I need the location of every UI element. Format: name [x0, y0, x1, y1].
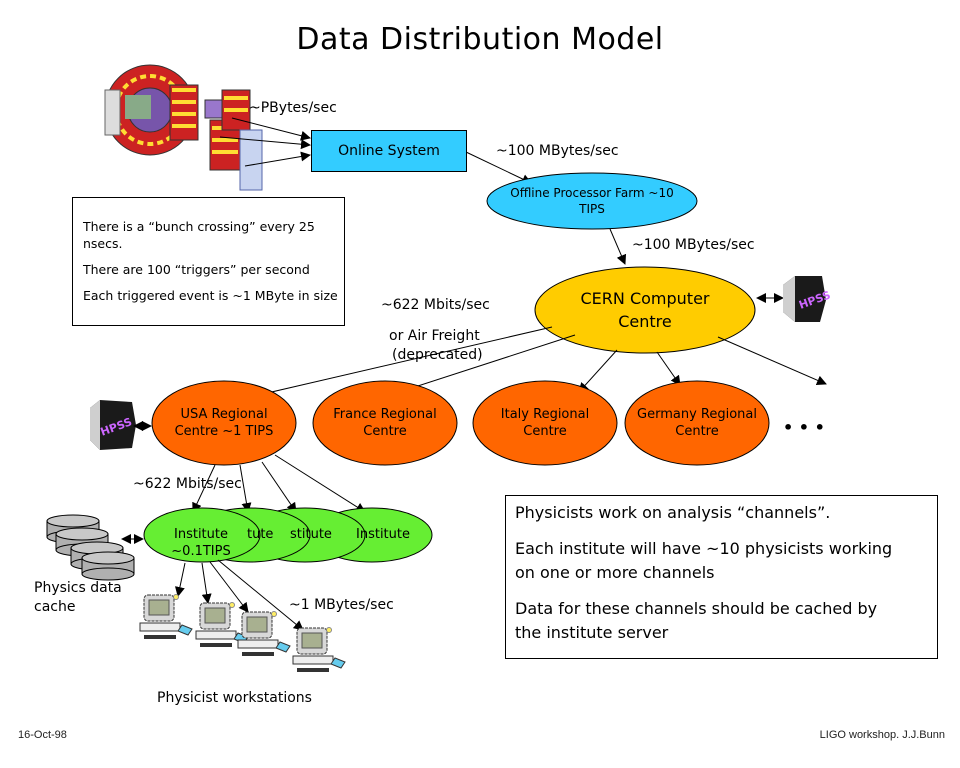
italy-line1: Italy Regional — [500, 407, 590, 422]
physics-data-cache-icon — [46, 514, 135, 581]
right-note-line-1: Physicists work on analysis “channels”. — [515, 503, 831, 522]
arrow-institute-ws-4 — [217, 559, 304, 631]
institute-1-line2: ~0.1TIPS — [171, 544, 231, 559]
particle-detector-image — [104, 64, 263, 191]
workstation-icon — [195, 602, 249, 647]
arrow-online-offline — [465, 151, 532, 184]
cern-line2: Centre — [618, 312, 672, 331]
germany-line1: Germany Regional — [637, 407, 757, 422]
arrow-offline-cern — [609, 228, 627, 265]
footer-credit: LIGO workshop. J.J.Bunn — [819, 729, 945, 741]
germany-centre-shape — [624, 380, 770, 466]
arrow-cern-germany — [656, 351, 681, 386]
right-note-line-3: on one or more channels — [515, 563, 715, 582]
right-note-line-5: the institute server — [515, 623, 669, 642]
cache-line2: cache — [34, 599, 76, 615]
online-system-node: Online System — [311, 130, 467, 172]
cern-centre-node: CERN Computer Centre — [535, 285, 755, 335]
right-note-box: Physicists work on analysis “channels”. … — [505, 495, 938, 659]
regional-centre-germany: Germany Regional Centre — [625, 405, 769, 441]
cache-line1: Physics data — [34, 580, 122, 596]
offline-farm-line1: Offline Processor Farm ~10 — [510, 186, 674, 200]
right-note-line-4: Data for these channels should be cached… — [515, 599, 878, 618]
institute-node-4: Institute — [356, 527, 410, 542]
arrow-cern-italy — [578, 349, 618, 393]
label-institute-workstation: ~1 MBytes/sec — [289, 597, 394, 613]
arrow-usa-institute-2 — [239, 464, 252, 513]
arrow-detector-online-2 — [219, 136, 311, 150]
arrow-usa-institute-4 — [274, 454, 366, 513]
arrow-detector-online-1 — [231, 117, 311, 141]
workstations-label: Physicist workstations — [157, 690, 312, 706]
arrow-institute-ws-1 — [174, 562, 186, 597]
italy-centre-shape — [472, 380, 618, 466]
label-deprecated: (deprecated) — [392, 347, 483, 363]
workstation-icon — [292, 627, 346, 672]
germany-line2: Centre — [675, 424, 719, 439]
label-regional-institute: ~622 Mbits/sec — [133, 476, 242, 492]
workstation-icon — [139, 594, 193, 639]
label-pbytes: ~PBytes/sec — [249, 100, 337, 116]
usa-line1: USA Regional — [180, 407, 268, 422]
institute-node-2: tute — [247, 527, 274, 542]
left-note-line-1: There is a “bunch crossing” every 25 — [83, 219, 315, 234]
institute-shape-1 — [143, 507, 261, 563]
arrow-cern-more — [717, 336, 827, 385]
footer-date: 16-Oct-98 — [18, 729, 67, 741]
label-cern-regional: ~622 Mbits/sec — [381, 297, 490, 313]
arrow-usa-institute-1 — [192, 464, 216, 513]
regional-centre-france: France Regional Centre — [313, 405, 457, 441]
hpss-usa-icon: HPSS — [90, 400, 136, 450]
online-system-label: Online System — [338, 143, 440, 159]
label-offline-cern: ~100 MBytes/sec — [632, 237, 755, 253]
page-title: Data Distribution Model — [296, 22, 664, 57]
arrow-usa-institute-3 — [261, 461, 297, 513]
left-note-line-2: nsecs. — [83, 236, 123, 251]
france-line2: Centre — [363, 424, 407, 439]
arrow-cern-usa — [236, 326, 553, 403]
left-note-line-4: Each triggered event is ~1 MByte in size — [83, 288, 338, 303]
offline-farm-line2: TIPS — [579, 202, 605, 216]
label-air-freight: or Air Freight — [389, 328, 480, 344]
regional-centre-usa: USA Regional Centre ~1 TIPS — [152, 405, 296, 441]
france-centre-shape — [312, 380, 458, 466]
left-note-box: There is a “bunch crossing” every 25 nse… — [72, 197, 345, 326]
arrow-detector-online-3 — [244, 151, 311, 167]
offline-farm-shape — [486, 172, 698, 230]
physicist-workstations — [139, 594, 346, 672]
hpss-cern-icon: HPSS — [783, 276, 832, 322]
usa-centre-shape — [151, 380, 297, 466]
offline-farm-node: Offline Processor Farm ~10 TIPS — [487, 183, 697, 219]
cern-line1: CERN Computer — [580, 289, 710, 308]
institute-node-3: stitute — [290, 527, 332, 542]
arrow-institute-ws-3 — [209, 561, 249, 613]
cern-centre-shape — [534, 266, 756, 354]
more-centres-ellipsis: • • • — [783, 418, 825, 437]
france-line1: France Regional — [333, 407, 437, 422]
physics-data-cache-label: Physics data cache — [34, 579, 122, 617]
institute-node-1: Institute ~0.1TIPS — [146, 525, 256, 561]
workstation-icon — [237, 611, 291, 656]
label-online-offline: ~100 MBytes/sec — [496, 143, 619, 159]
regional-centre-italy: Italy Regional Centre — [473, 405, 617, 441]
arrow-institute-ws-2 — [201, 562, 212, 604]
left-note-line-3: There are 100 “triggers” per second — [83, 262, 310, 277]
institute-1-line1: Institute — [174, 527, 228, 542]
italy-line2: Centre — [523, 424, 567, 439]
usa-line2: Centre ~1 TIPS — [174, 424, 274, 439]
right-note-line-2: Each institute will have ~10 physicists … — [515, 539, 893, 558]
